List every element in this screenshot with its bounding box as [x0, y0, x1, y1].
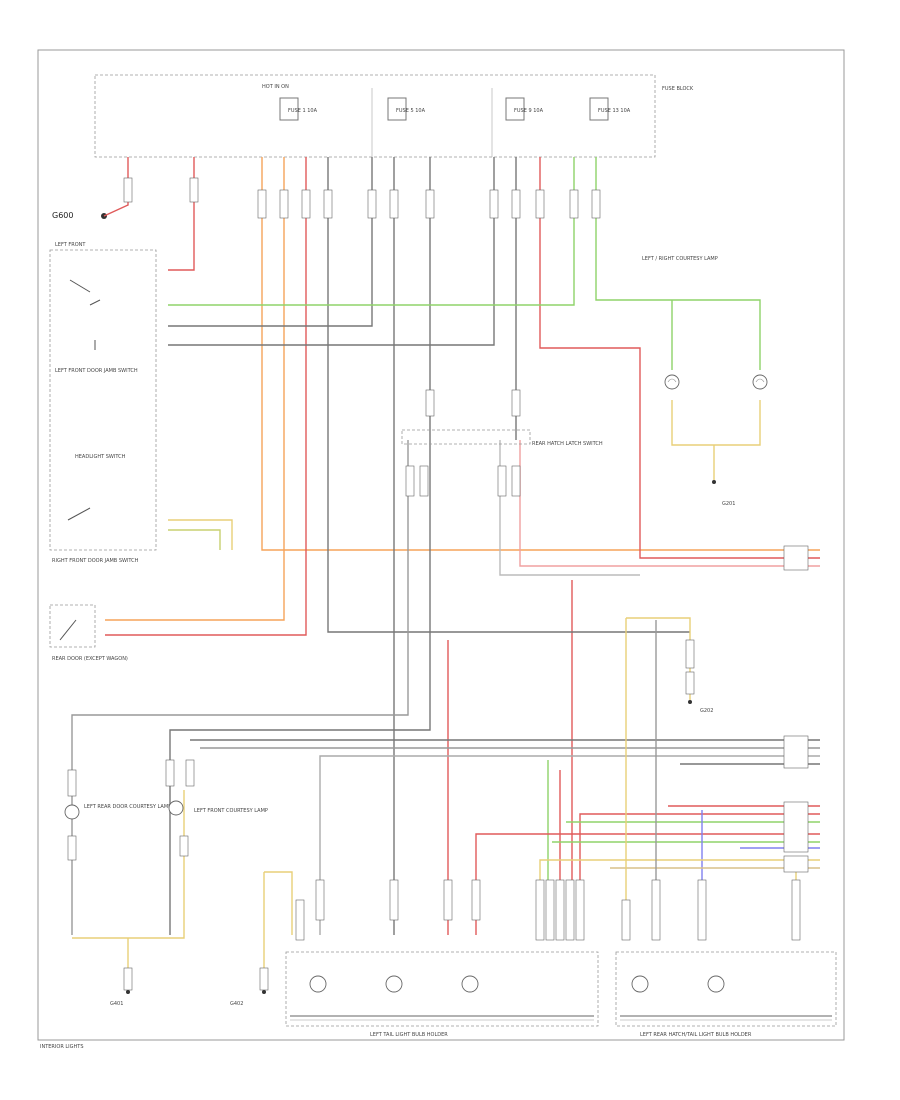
- svg-text:LEFT REAR HATCH/TAIL LIGHT BUL: LEFT REAR HATCH/TAIL LIGHT BULB HOLDER: [640, 1032, 752, 1038]
- svg-text:G600: G600: [52, 211, 73, 220]
- left-tail-bulb-holder: LEFT TAIL LIGHT BULB HOLDER: [285, 951, 599, 1038]
- dome-ground: G202: [688, 700, 713, 714]
- courtesy-module: REAR HATCH LATCH SWITCH: [401, 429, 603, 447]
- svg-text:RIGHT FRONT DOOR JAMB SWITCH: RIGHT FRONT DOOR JAMB SWITCH: [52, 558, 139, 564]
- rear-door-switch: REAR DOOR (EXCEPT WAGON): [49, 604, 128, 662]
- ground-g402: G402: [230, 990, 266, 1007]
- dimmer-switch: LEFT FRONT DOOR JAMB SWITCH: [55, 279, 138, 374]
- svg-text:G401: G401: [110, 1001, 123, 1007]
- svg-text:G402: G402: [230, 1001, 243, 1007]
- left-switch-panel: LEFT FRONT LEFT FRONT DOOR JAMB SWITCH H…: [49, 242, 157, 564]
- svg-text:FUSE 1 10A: FUSE 1 10A: [288, 108, 318, 114]
- right-courtesy-lamp: [752, 374, 768, 390]
- svg-text:FUSE 13 10A: FUSE 13 10A: [598, 108, 631, 114]
- hatch-bulb-2: [707, 975, 725, 993]
- svg-text:REAR DOOR (EXCEPT WAGON): REAR DOOR (EXCEPT WAGON): [52, 656, 128, 662]
- tail-bulb-2: [385, 975, 403, 993]
- left-courtesy-lamp: [664, 374, 680, 390]
- svg-text:FUSE 5 10A: FUSE 5 10A: [396, 108, 426, 114]
- fuse-block: FUSE BLOCK FUSE 1 10A FUSE 5 10A FUSE 9 …: [94, 74, 694, 158]
- courtesy-lamps: LEFT / RIGHT COURTESY LAMP G201: [642, 256, 768, 507]
- ground-g600: G600: [52, 211, 107, 220]
- svg-text:REAR HATCH LATCH SWITCH: REAR HATCH LATCH SWITCH: [532, 441, 603, 447]
- left-front-courtesy: LEFT FRONT COURTESY LAMP: [168, 800, 268, 857]
- footer-label: INTERIOR LIGHTS: [40, 1044, 84, 1050]
- connector-tags: [67, 177, 695, 991]
- svg-text:HOT IN ON: HOT IN ON: [262, 84, 289, 90]
- diagram-border: [37, 49, 845, 1041]
- left-hatch-bulb-holder: LEFT REAR HATCH/TAIL LIGHT BULB HOLDER: [615, 951, 837, 1038]
- fuse-1: FUSE 1 10A: [279, 97, 318, 121]
- ground-g401: G401: [110, 990, 130, 1007]
- fuse-5: FUSE 5 10A: [387, 97, 426, 121]
- right-wire-tags: [783, 545, 809, 873]
- svg-text:FUSE 9 10A: FUSE 9 10A: [514, 108, 544, 114]
- tail-bulb-1: [309, 975, 327, 993]
- pass-door-switch: RIGHT FRONT DOOR JAMB SWITCH: [52, 507, 139, 564]
- svg-text:LEFT FRONT DOOR JAMB SWITCH: LEFT FRONT DOOR JAMB SWITCH: [55, 368, 138, 374]
- svg-text:G202: G202: [700, 708, 713, 714]
- svg-text:LEFT REAR DOOR COURTESY LAMP: LEFT REAR DOOR COURTESY LAMP: [84, 804, 171, 810]
- bulb-holder-connectors: [295, 879, 801, 941]
- fuse-13: FUSE 13 10A: [589, 97, 631, 121]
- headlight-switch: HEADLIGHT SWITCH: [75, 340, 126, 460]
- hatch-bulb-1: [631, 975, 649, 993]
- svg-text:G201: G201: [722, 501, 735, 507]
- svg-text:LEFT FRONT: LEFT FRONT: [55, 242, 86, 248]
- fuse-9: FUSE 9 10A: [505, 97, 544, 121]
- svg-text:LEFT / RIGHT COURTESY LAMP: LEFT / RIGHT COURTESY LAMP: [642, 256, 718, 262]
- left-rear-courtesy: LEFT REAR DOOR COURTESY LAMP: [64, 804, 171, 820]
- svg-text:LEFT FRONT COURTESY LAMP: LEFT FRONT COURTESY LAMP: [194, 808, 268, 814]
- svg-text:LEFT TAIL LIGHT BULB HOLDER: LEFT TAIL LIGHT BULB HOLDER: [370, 1032, 448, 1038]
- svg-text:HEADLIGHT SWITCH: HEADLIGHT SWITCH: [75, 454, 126, 460]
- wiring: [71, 157, 820, 990]
- fuse-block-label: FUSE BLOCK: [662, 86, 694, 92]
- tail-bulb-3: [461, 975, 479, 993]
